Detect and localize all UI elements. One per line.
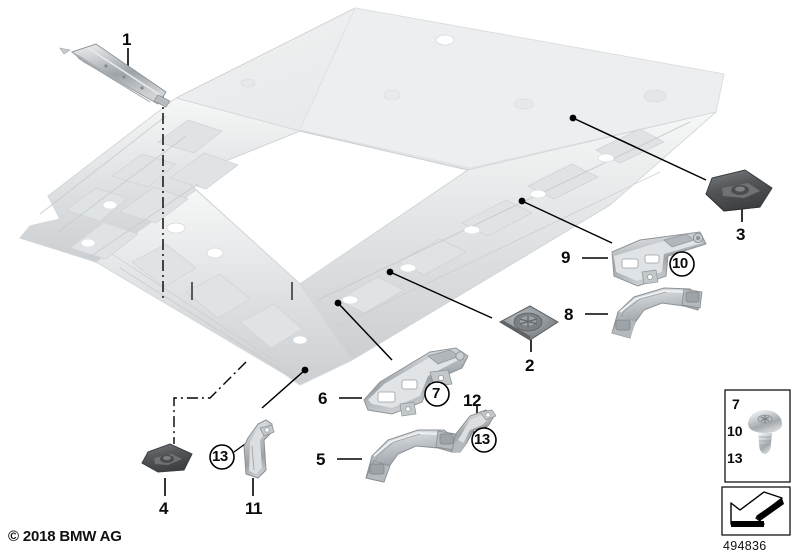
part-11-coat-hook (243, 419, 275, 479)
callout-label-2: 2 (525, 356, 534, 375)
callout-label-12: 12 (463, 391, 481, 410)
callout-label-13-left: 13 (212, 448, 228, 465)
fastener-legend-box (724, 389, 791, 483)
callout-label-8: 8 (564, 305, 573, 324)
legend-number-7: 7 (732, 396, 740, 412)
drawing-number: 494836 (723, 539, 767, 553)
callout-label-13-right: 13 (474, 431, 490, 448)
part-6-handle-mounting-bracket-front (363, 347, 469, 417)
view-direction-box (721, 486, 791, 536)
screw-rivet-icon (748, 410, 782, 454)
callout-label-9: 9 (561, 248, 570, 267)
callout-label-10: 10 (672, 255, 688, 272)
legend-number-10: 10 (727, 423, 743, 439)
callout-label-4: 4 (159, 499, 168, 518)
callout-label-1: 1 (122, 30, 131, 49)
callout-label-6: 6 (318, 389, 327, 408)
part-12-coat-hook-bracket (451, 409, 497, 453)
part-9-handle-mounting-bracket (611, 231, 707, 287)
callout-label-5: 5 (316, 450, 325, 469)
callout-label-7: 7 (432, 385, 440, 402)
circled-callout-rings (209, 251, 695, 470)
part-8-grab-handle-rear (611, 287, 703, 339)
callout-label-11: 11 (245, 499, 262, 518)
callout-label-3: 3 (736, 225, 745, 244)
copyright-notice: © 2018 BMW AG (8, 528, 122, 545)
arrow-direction-icon (730, 491, 784, 527)
roof-headliner-panel (19, 7, 725, 386)
part-1-roof-trim-bracket (59, 43, 171, 108)
legend-number-13: 13 (727, 450, 743, 466)
leader-lines (127, 48, 743, 496)
part-4-roof-cover-cap-small (141, 443, 193, 473)
part-5-grab-handle-front (365, 429, 457, 483)
part-2-mounting-grommet (498, 305, 559, 341)
part-3-roof-cover-cap (705, 169, 773, 212)
